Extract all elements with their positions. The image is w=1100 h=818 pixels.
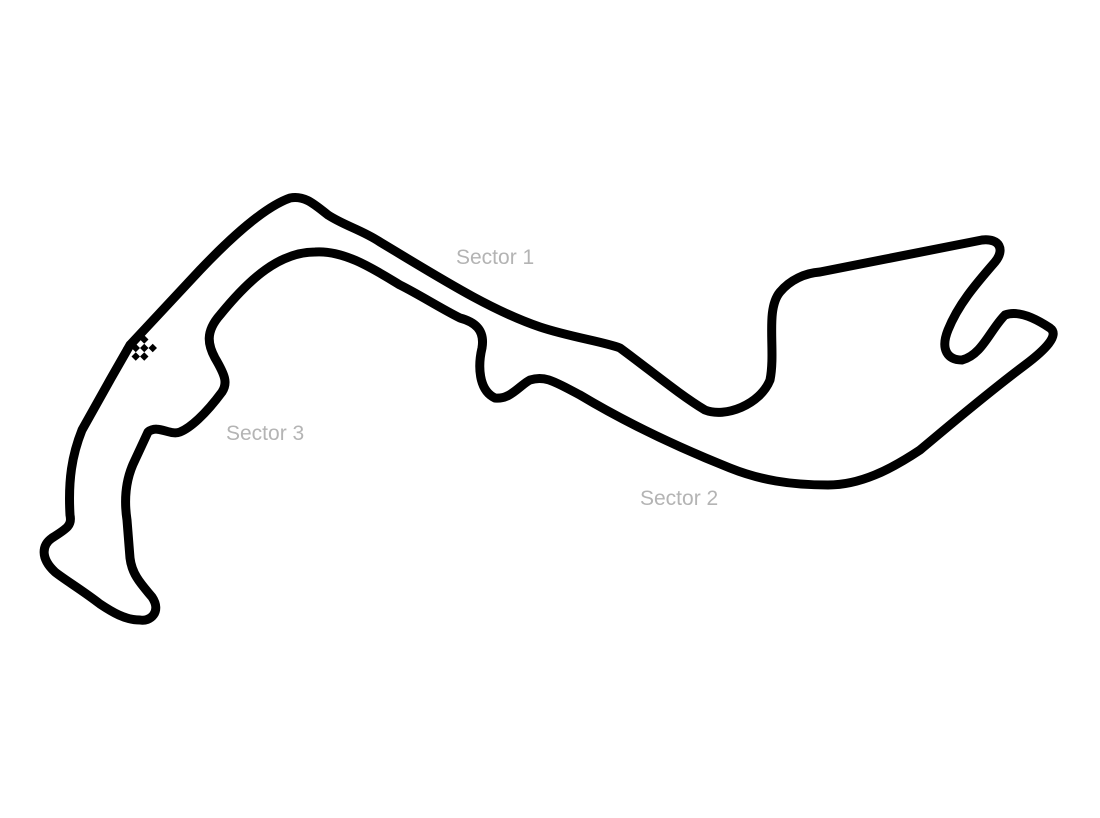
sector-2-label: Sector 2: [640, 487, 718, 510]
track-outline: [39, 192, 1058, 625]
sector-3-label: Sector 3: [226, 422, 304, 445]
sector-1-label: Sector 1: [456, 246, 534, 269]
